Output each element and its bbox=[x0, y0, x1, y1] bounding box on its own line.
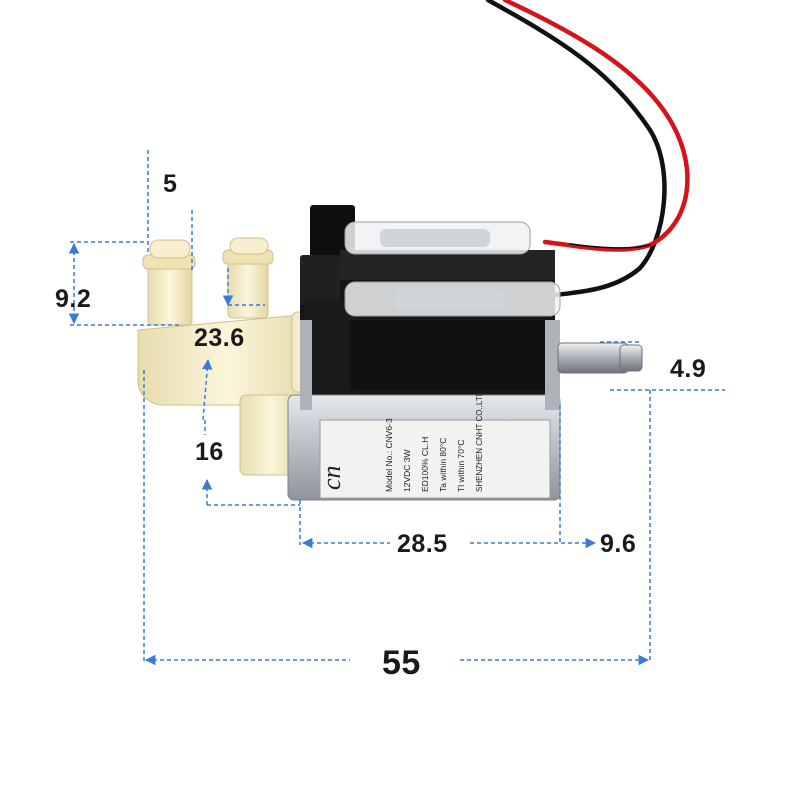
dim-body-height: 16 bbox=[195, 438, 224, 466]
product-label: cn Model No.: CNV6-3 12VDC 3W ED100% CL.… bbox=[317, 390, 484, 492]
dim-outlet-diameter: 4.9 bbox=[670, 355, 707, 383]
black-wire bbox=[485, 0, 667, 298]
label-line-4: Ta within 80°C bbox=[438, 438, 448, 492]
dim-barb-width: 5 bbox=[163, 170, 178, 198]
label-line-6: SHENZHEN CNHT CO.,LTD bbox=[475, 390, 484, 492]
logo: cn bbox=[317, 465, 346, 490]
wires bbox=[485, 0, 690, 298]
dim-outlet-length: 9.6 bbox=[600, 530, 637, 558]
metal-frame bbox=[287, 320, 561, 501]
label-line-3: ED100% CL.H bbox=[420, 437, 430, 492]
dim-barb-height: 9.2 bbox=[55, 285, 92, 313]
dim-port-spacing: 23.6 bbox=[194, 324, 245, 352]
dim-total-length: 55 bbox=[382, 644, 421, 682]
outlet-pin bbox=[557, 342, 643, 374]
label-line-2: 12VDC 3W bbox=[402, 449, 412, 492]
label-line-1: Model No.: CNV6-3 bbox=[384, 418, 394, 492]
dimension-lines bbox=[68, 150, 725, 666]
terminals bbox=[344, 221, 561, 317]
dim-body-length: 28.5 bbox=[397, 530, 448, 558]
label-line-5: Tl within 70°C bbox=[456, 439, 466, 492]
red-wire bbox=[502, 0, 690, 252]
